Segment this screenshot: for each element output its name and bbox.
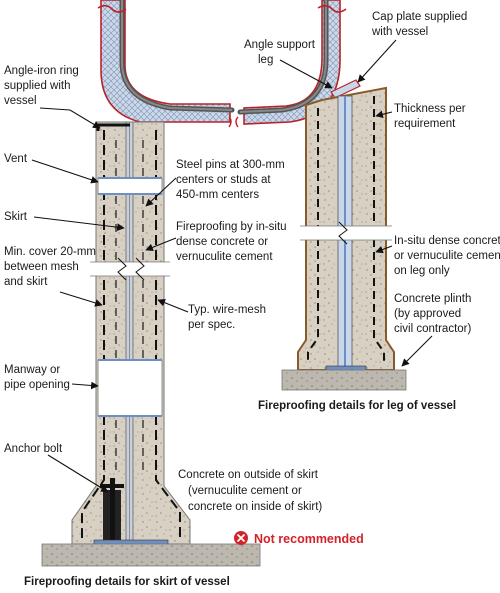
skirt-annotations: Angle-iron ring supplied with vessel Ven…: [4, 65, 364, 588]
not-recommended-label: Not recommended: [254, 532, 364, 546]
angle-support-label: Angle support leg: [244, 39, 318, 66]
min-cover-label: Min. cover 20-mm between mesh and skirt: [4, 246, 99, 288]
manway-leader: [71, 381, 99, 390]
skirt-label: Skirt: [4, 211, 28, 223]
thickness-label: Thickness per requirement: [394, 103, 469, 130]
wire-mesh-label: Typ. wire-mesh per spec.: [188, 304, 269, 331]
angle-iron-leader: [39, 107, 101, 129]
cap-plate-leader: [357, 39, 397, 83]
skirt-caption: Fireproofing details for skirt of vessel: [24, 576, 230, 588]
vent-leader: [31, 159, 99, 184]
thickness-leader: [375, 110, 393, 119]
skirt-leader: [33, 216, 125, 231]
x-circle-icon: [234, 531, 248, 545]
leg-annotations: Angle support leg Cap plate supplied wit…: [244, 11, 500, 412]
wire-mesh-leader: [157, 298, 189, 313]
fireproofing-label: Fireproofing by in-situ dense concrete o…: [176, 221, 290, 263]
fireproofing-leader: [145, 237, 177, 252]
leg-caption: Fireproofing details for leg of vessel: [258, 400, 456, 412]
steel-pins-leader: [145, 177, 177, 207]
cap-plate-label: Cap plate supplied with vessel: [371, 11, 470, 38]
plinth-label: Concrete plinth (by approved civil contr…: [394, 293, 475, 335]
skirt-drawing: [41, 0, 261, 567]
manway-label: Manway or pipe opening: [4, 364, 70, 391]
angle-iron-label: Angle-iron ring supplied with vessel: [4, 65, 82, 107]
steel-pins-label: Steel pins at 300-mm centers or studs at…: [176, 159, 288, 201]
vent-label: Vent: [4, 153, 28, 165]
concrete-outside-label: Concrete on outside of skirt (vernuculit…: [178, 469, 322, 513]
in-situ-label: In-situ dense concrete or vernuculite ce…: [394, 235, 500, 277]
anchor-bolt-leader: [47, 454, 109, 493]
min-cover-leader: [59, 291, 103, 307]
angle-support-leader: [279, 59, 333, 89]
leg-drawing: [228, 0, 407, 391]
plinth-leader: [401, 335, 433, 367]
in-situ-leader: [375, 245, 393, 254]
anchor-bolt-label: Anchor bolt: [4, 443, 63, 455]
